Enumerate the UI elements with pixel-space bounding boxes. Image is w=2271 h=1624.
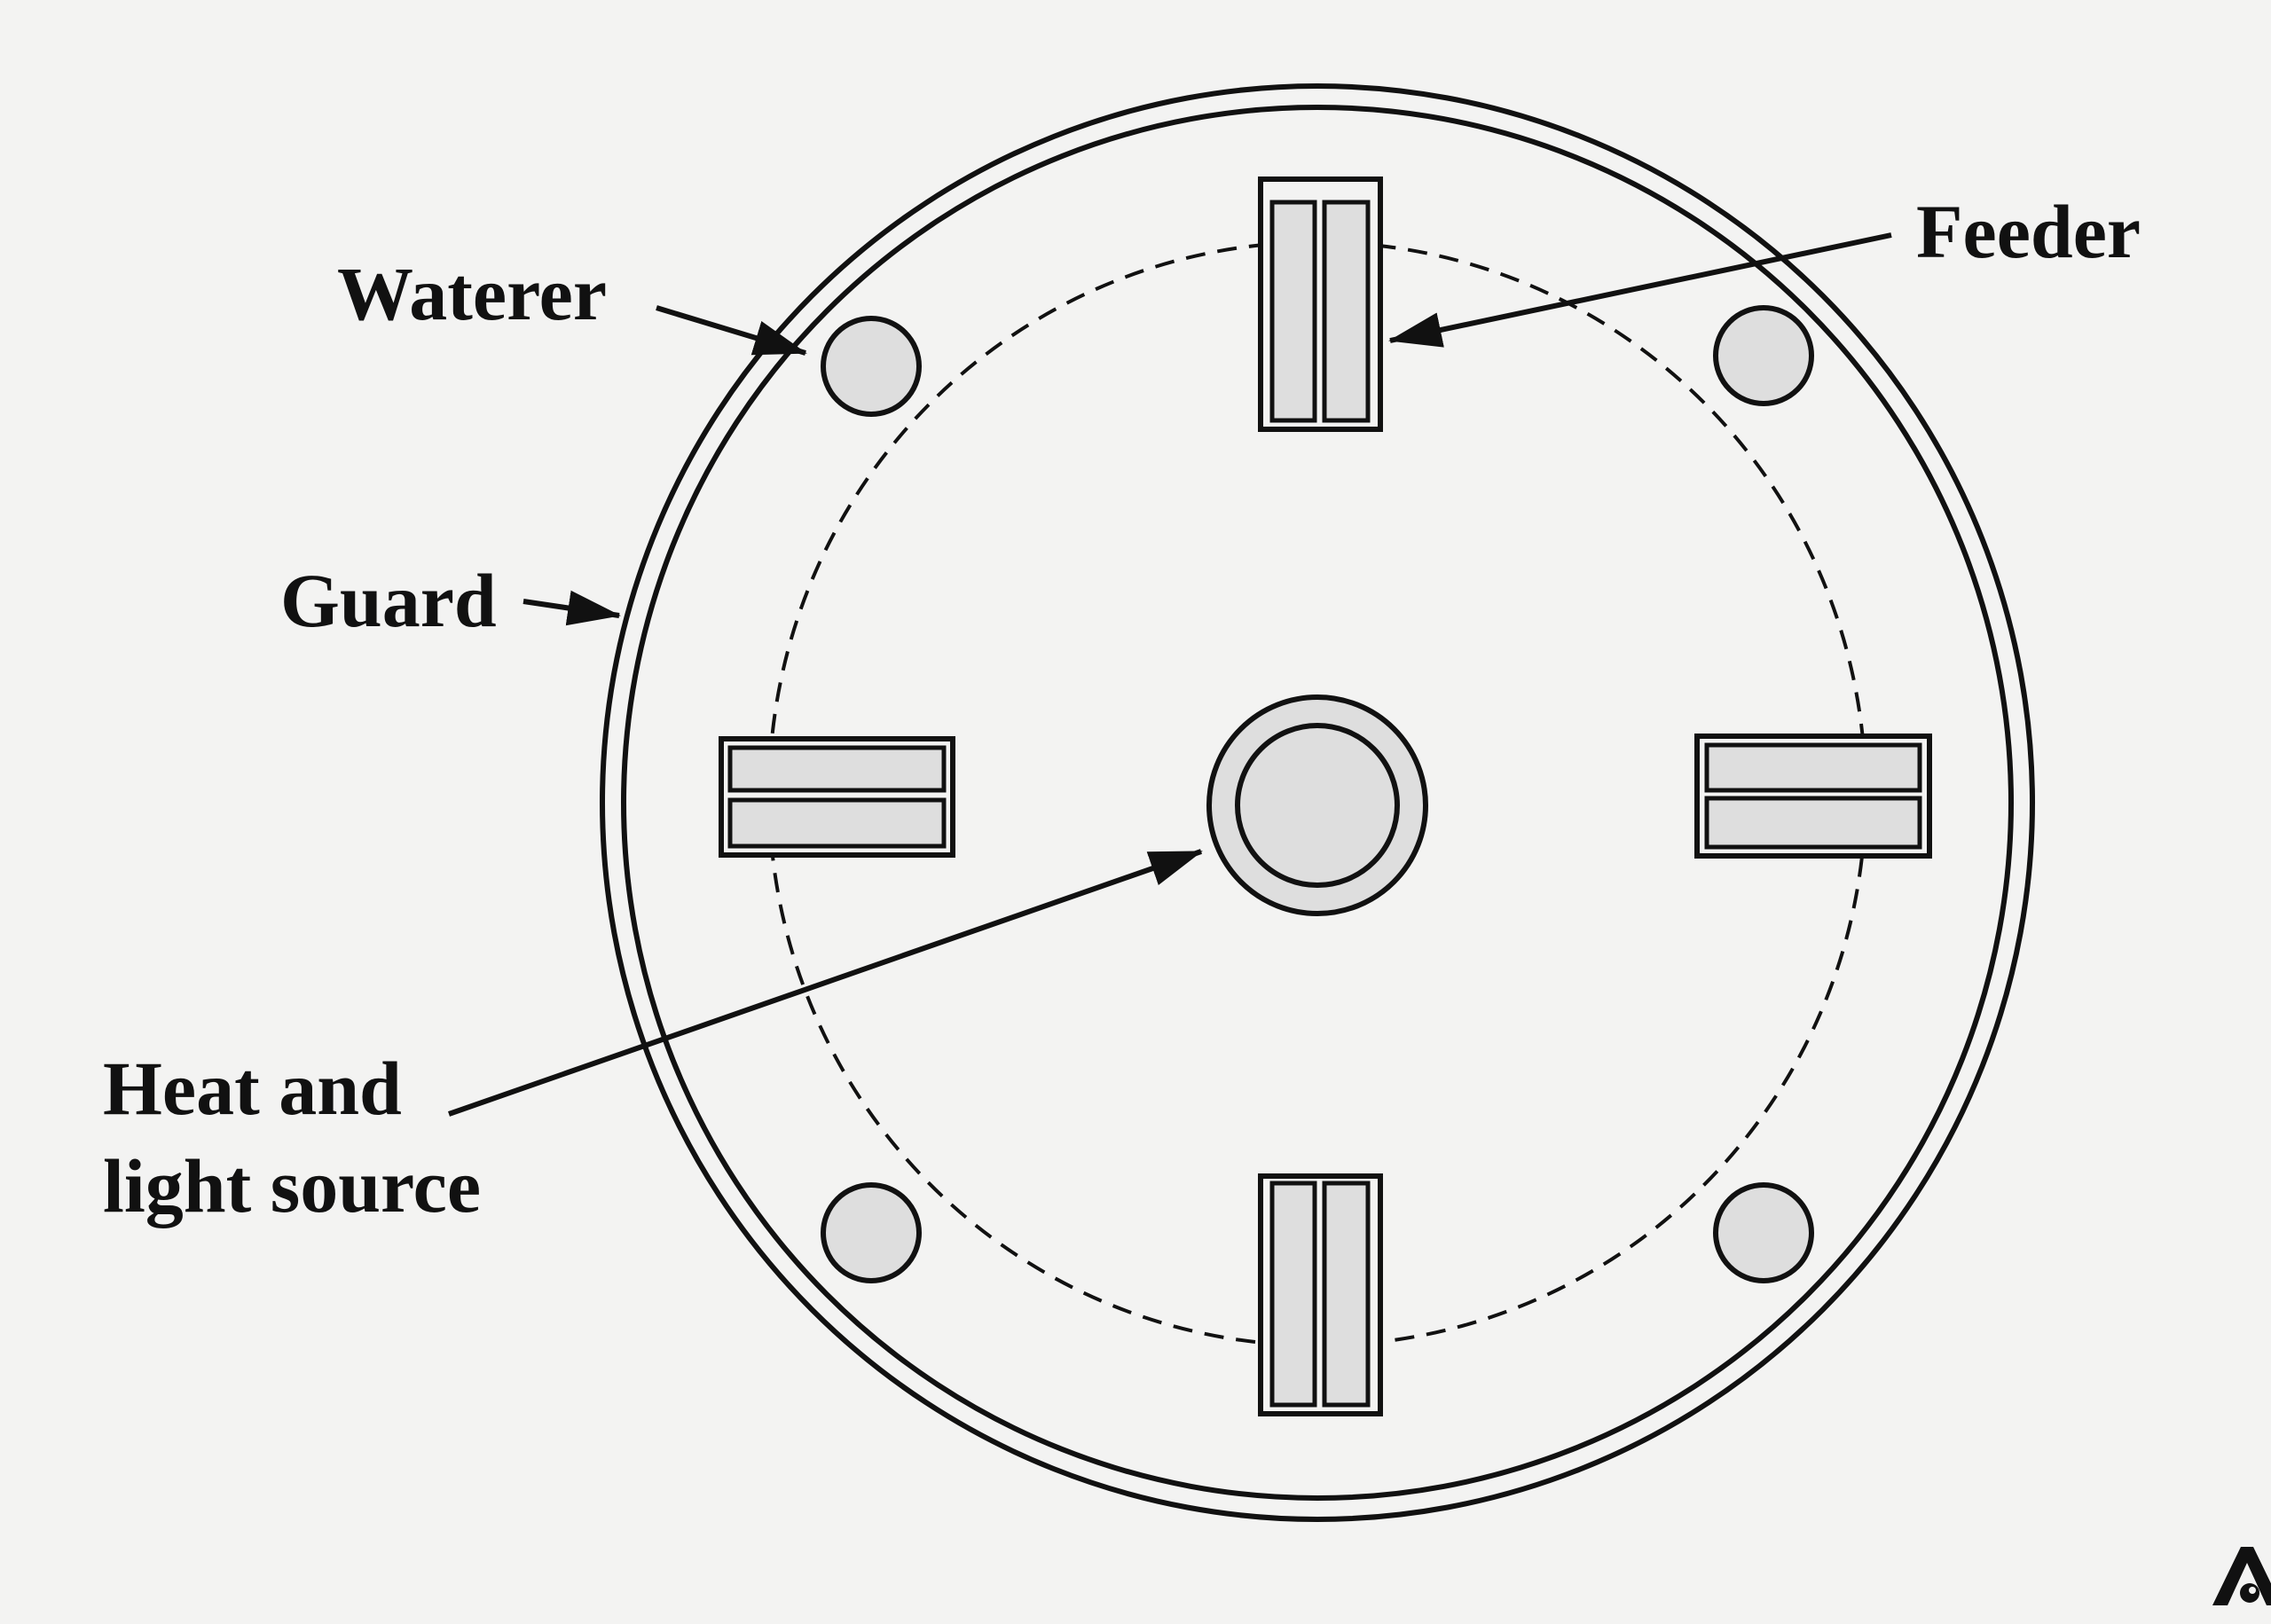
guard-ring (600, 83, 2035, 1522)
heat-source-label-line2: light source (103, 1143, 481, 1228)
feeder-left (719, 736, 955, 858)
heat-light-source (1206, 694, 1428, 916)
leader-lines (448, 232, 1892, 1117)
waterer-group (821, 305, 1814, 1283)
feeder-group (719, 177, 1932, 1416)
feeder-arrow (1388, 232, 1892, 348)
logo-mark (2212, 1547, 2271, 1605)
waterer-bottom-right (1713, 1182, 1814, 1283)
waterer-arrow (656, 305, 807, 356)
feeder-top (1258, 177, 1383, 432)
feeder-label: Feeder (1916, 189, 2141, 274)
feeder-right (1694, 734, 1932, 859)
waterer-top-right (1713, 305, 1814, 406)
guard-label: Guard (280, 558, 497, 643)
guard-arrow (523, 590, 621, 626)
waterer-top-left (821, 316, 922, 417)
waterer-label: Waterer (337, 251, 607, 336)
heat-source-label-line1: Heat and (103, 1046, 402, 1131)
waterer-bottom-left (821, 1182, 922, 1283)
heat-source-arrow (448, 849, 1203, 1117)
feeder-bottom (1258, 1173, 1383, 1416)
